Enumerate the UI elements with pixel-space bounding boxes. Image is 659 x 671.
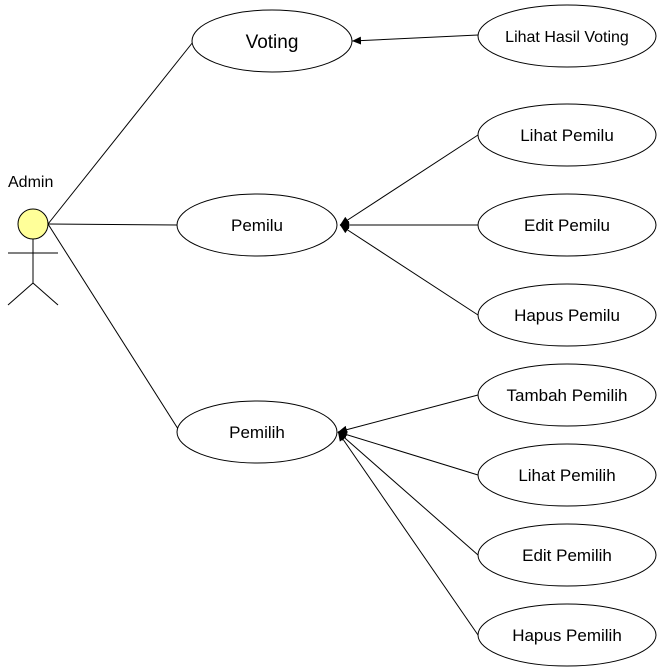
arrow-hapus-pemilih-to-pemilih <box>337 431 479 636</box>
usecase-pemilu-label: Pemilu <box>231 216 283 235</box>
usecase-pemilih-label: Pemilih <box>229 423 285 442</box>
assoc-admin-pemilu <box>47 223 179 226</box>
actor-left-leg <box>7 282 34 306</box>
usecase-lihat-hasil-voting[interactable]: Lihat Hasil Voting <box>477 4 657 68</box>
assoc-admin-voting <box>47 41 194 225</box>
arrow-lihat-hasil-to-voting <box>351 34 479 45</box>
usecase-tambah-pemilih-label: Tambah Pemilih <box>507 386 628 405</box>
usecase-lihat-pemilih[interactable]: Lihat Pemilih <box>477 443 657 507</box>
usecase-edit-pemilih-label: Edit Pemilih <box>522 546 612 565</box>
usecase-hapus-pemilih-label: Hapus Pemilih <box>512 626 622 645</box>
arrow-hapus-pemilu-to-pemilu <box>339 224 479 316</box>
arrow-lihat-pemilu-to-pemilu <box>339 134 479 226</box>
arrow-lihat-pemilih-to-pemilih <box>337 430 479 476</box>
usecase-pemilu[interactable]: Pemilu <box>176 193 338 257</box>
usecase-voting[interactable]: Voting <box>191 9 353 73</box>
usecase-lihat-pemilu-label: Lihat Pemilu <box>520 126 614 145</box>
usecase-edit-pemilu-label: Edit Pemilu <box>524 216 610 235</box>
usecase-pemilih[interactable]: Pemilih <box>176 400 338 464</box>
arrow-tambah-pemilih-to-pemilih <box>337 394 479 434</box>
actor-head <box>17 208 49 240</box>
arrow-edit-pemilih-to-pemilih <box>337 431 479 556</box>
usecase-edit-pemilih[interactable]: Edit Pemilih <box>477 523 657 587</box>
usecase-hapus-pemilih[interactable]: Hapus Pemilih <box>477 603 657 667</box>
usecase-lihat-pemilu[interactable]: Lihat Pemilu <box>477 103 657 167</box>
usecase-hapus-pemilu-label: Hapus Pemilu <box>514 306 620 325</box>
usecase-edit-pemilu[interactable]: Edit Pemilu <box>477 193 657 257</box>
usecase-tambah-pemilih[interactable]: Tambah Pemilih <box>477 363 657 427</box>
actor-label: Admin <box>8 174 53 191</box>
usecase-voting-label: Voting <box>246 32 299 53</box>
assoc-admin-pemilih <box>47 223 181 433</box>
usecase-lihat-hasil-voting-label: Lihat Hasil Voting <box>505 29 629 46</box>
actor-right-leg <box>32 282 59 306</box>
usecase-lihat-pemilih-label: Lihat Pemilih <box>518 466 615 485</box>
usecase-hapus-pemilu[interactable]: Hapus Pemilu <box>477 283 657 347</box>
admin-actor: Admin <box>7 174 59 306</box>
